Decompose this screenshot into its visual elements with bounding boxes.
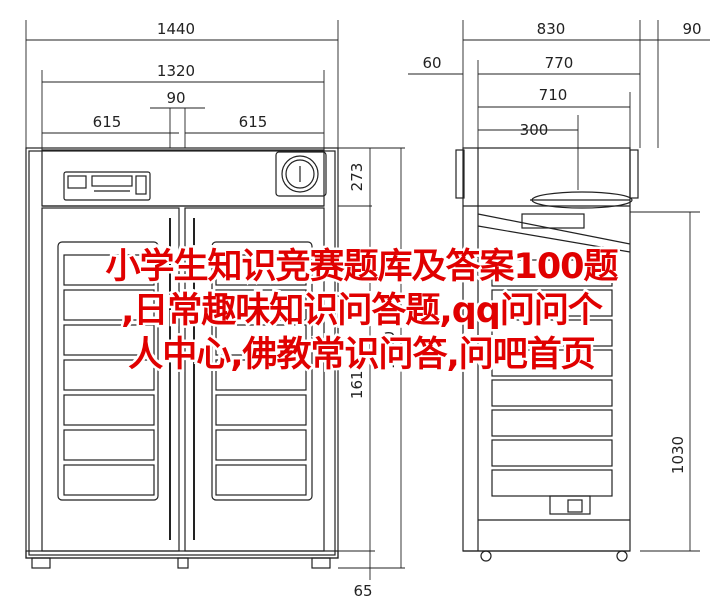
- fan-icon: [521, 191, 633, 229]
- right-drawers: [215, 254, 307, 496]
- dim-65: 65: [353, 582, 372, 600]
- overlay-title-line-1: 小学生知识竞赛题库及答案100题: [103, 245, 621, 290]
- foot: [31, 557, 51, 569]
- overlay-title-line-2: ,日常趣味知识问答题,qq问问个: [119, 289, 606, 334]
- dim-90-center: 90: [166, 89, 185, 107]
- dim-1440: 1440: [157, 20, 195, 38]
- side-dimension-lines: [408, 20, 710, 552]
- dim-710: 710: [539, 86, 568, 104]
- dim-615-left: 615: [93, 113, 122, 131]
- left-drawers: [63, 254, 155, 496]
- foot: [311, 557, 331, 569]
- dim-770: 770: [545, 54, 574, 72]
- dim-1330: 1330: [380, 331, 398, 369]
- controller-display: [63, 171, 151, 201]
- caster: [616, 550, 628, 562]
- dim-615-right: 615: [239, 113, 268, 131]
- front-dimension-lines: [25, 20, 405, 580]
- top-panel: [41, 149, 325, 207]
- dim-300: 300: [520, 121, 549, 139]
- dim-60: 60: [422, 54, 441, 72]
- side-view: [455, 147, 639, 562]
- chart-recorder-icon: [275, 151, 327, 197]
- dim-90-side: 90: [682, 20, 701, 38]
- dim-273: 273: [348, 163, 366, 192]
- dim-1320: 1320: [157, 62, 195, 80]
- dim-1030: 1030: [669, 436, 687, 474]
- dim-830: 830: [537, 20, 566, 38]
- caster: [480, 550, 492, 562]
- dimension-labels: 1440 1320 90 615 615 273 1612 1330 65 83…: [93, 20, 702, 600]
- overlay-title-line-3: 人中心,佛教常识问答,问吧首页: [126, 333, 599, 378]
- dim-1612: 1612: [348, 361, 366, 399]
- front-view: [25, 147, 339, 569]
